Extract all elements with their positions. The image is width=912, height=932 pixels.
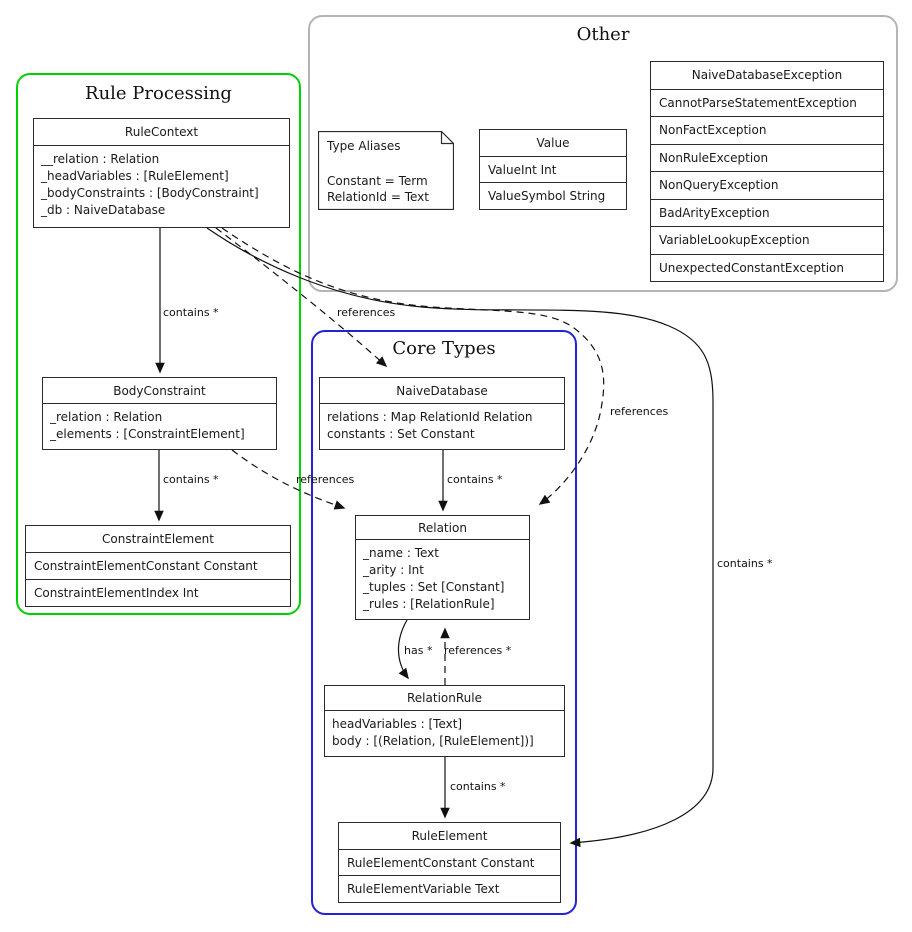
constructor-row: RuleElementVariable Text xyxy=(347,882,500,897)
edge-label-references: references * xyxy=(444,644,512,657)
note-line: Constant = Term xyxy=(327,174,428,188)
class-relation: Relation _name : Text _arity : Int _tupl… xyxy=(355,515,530,620)
attribute: headVariables : [Text] xyxy=(332,717,463,731)
edge-label-contains: contains * xyxy=(447,473,503,486)
class-ruleelement-title: RuleElement xyxy=(339,823,560,850)
edge-rulecontext-relation xyxy=(221,227,605,505)
class-bodyconstraint: BodyConstraint _relation : Relation _ele… xyxy=(42,377,277,450)
class-naivedatabaseexception: NaiveDatabaseException CannotParseStatem… xyxy=(650,61,884,282)
attribute: _rules : [RelationRule] xyxy=(363,597,495,611)
attribute: constants : Set Constant xyxy=(327,427,475,441)
attribute: __relation : Relation xyxy=(41,152,160,166)
class-constraintelement-title: ConstraintElement xyxy=(26,526,290,553)
class-relation-attributes: _name : Text _arity : Int _tuples : Set … xyxy=(356,540,529,618)
note-type-aliases: Type Aliases Constant = Term RelationId … xyxy=(317,130,455,211)
note-line: RelationId = Text xyxy=(327,190,429,204)
note-title: Type Aliases xyxy=(327,139,401,153)
class-naivedatabase: NaiveDatabase relations : Map RelationId… xyxy=(319,377,565,450)
class-bodyconstraint-title: BodyConstraint xyxy=(43,378,276,404)
constructor-row: CannotParseStatementException xyxy=(651,90,883,117)
edge-bodyconstraint-relation xyxy=(231,449,346,510)
class-bodyconstraint-attributes: _relation : Relation _elements : [Constr… xyxy=(43,404,276,448)
class-relationrule: RelationRule headVariables : [Text] body… xyxy=(324,685,565,757)
edge-label-contains: contains * xyxy=(163,473,219,486)
attribute: body : [(Relation, [RuleElement])] xyxy=(332,734,534,748)
class-rulecontext: RuleContext __relation : Relation _headV… xyxy=(33,118,290,228)
class-value-title: Value xyxy=(480,130,626,157)
class-constraintelement: ConstraintElement ConstraintElementConst… xyxy=(25,525,291,607)
attribute: _tuples : Set [Constant] xyxy=(363,580,505,594)
edge-rulecontext-ruleelement xyxy=(206,227,714,848)
constructor-row: VariableLookupException xyxy=(651,227,883,255)
attribute: _bodyConstraints : [BodyConstraint] xyxy=(41,186,259,200)
constructor-row: ValueSymbol String xyxy=(488,189,606,204)
edge-label-contains: contains * xyxy=(717,557,773,570)
attribute: _db : NaiveDatabase xyxy=(41,203,166,217)
cluster-rule-processing: Rule Processing xyxy=(16,73,301,615)
edge-relation-relationrule xyxy=(397,619,409,680)
attribute: _arity : Int xyxy=(363,563,424,577)
class-rulecontext-title: RuleContext xyxy=(34,119,289,146)
attribute: relations : Map RelationId Relation xyxy=(327,410,533,424)
constructor-row: ConstraintElementConstant Constant xyxy=(26,553,290,580)
constructor-row: UnexpectedConstantException xyxy=(659,260,844,275)
constructor-row: NonRuleException xyxy=(651,145,883,172)
attribute: _headVariables : [RuleElement] xyxy=(41,169,229,183)
class-rulecontext-attributes: __relation : Relation _headVariables : [… xyxy=(34,146,289,224)
class-ruleelement: RuleElement RuleElementConstant Constant… xyxy=(338,822,561,903)
constructor-row: ValueInt Int xyxy=(480,157,626,184)
edge-label-references: references xyxy=(296,473,355,486)
constructor-row: NonFactException xyxy=(651,117,883,145)
edge-label-contains: contains * xyxy=(163,306,219,319)
edge-label-references: references xyxy=(337,306,396,319)
constructor-row: BadArityException xyxy=(651,200,883,227)
attribute: _elements : [ConstraintElement] xyxy=(50,427,245,441)
class-naivedatabase-title: NaiveDatabase xyxy=(320,378,564,404)
cluster-other: Other xyxy=(308,15,898,292)
class-naivedatabase-attributes: relations : Map RelationId Relation cons… xyxy=(320,404,564,448)
attribute: _relation : Relation xyxy=(50,410,163,424)
edge-label-has: has * xyxy=(404,644,433,657)
class-relationrule-attributes: headVariables : [Text] body : [(Relation… xyxy=(325,711,564,755)
constructor-row: RuleElementConstant Constant xyxy=(339,850,560,877)
attribute: _name : Text xyxy=(363,546,439,560)
cluster-rule-processing-title: Rule Processing xyxy=(85,83,232,104)
cluster-core-types-title: Core Types xyxy=(392,338,496,359)
edge-label-contains: contains * xyxy=(450,780,506,793)
class-relationrule-title: RelationRule xyxy=(325,686,564,711)
cluster-other-title: Other xyxy=(576,24,630,45)
class-relation-title: Relation xyxy=(356,516,529,540)
class-naivedatabaseexception-title: NaiveDatabaseException xyxy=(651,62,883,90)
constructor-row: ConstraintElementIndex Int xyxy=(34,586,199,600)
cluster-core-types: Core Types xyxy=(311,330,577,915)
constructor-row: NonQueryException xyxy=(651,172,883,200)
note-shape xyxy=(317,130,455,211)
class-value: Value ValueInt Int ValueSymbol String xyxy=(479,129,627,210)
edge-label-references: references xyxy=(610,405,669,418)
